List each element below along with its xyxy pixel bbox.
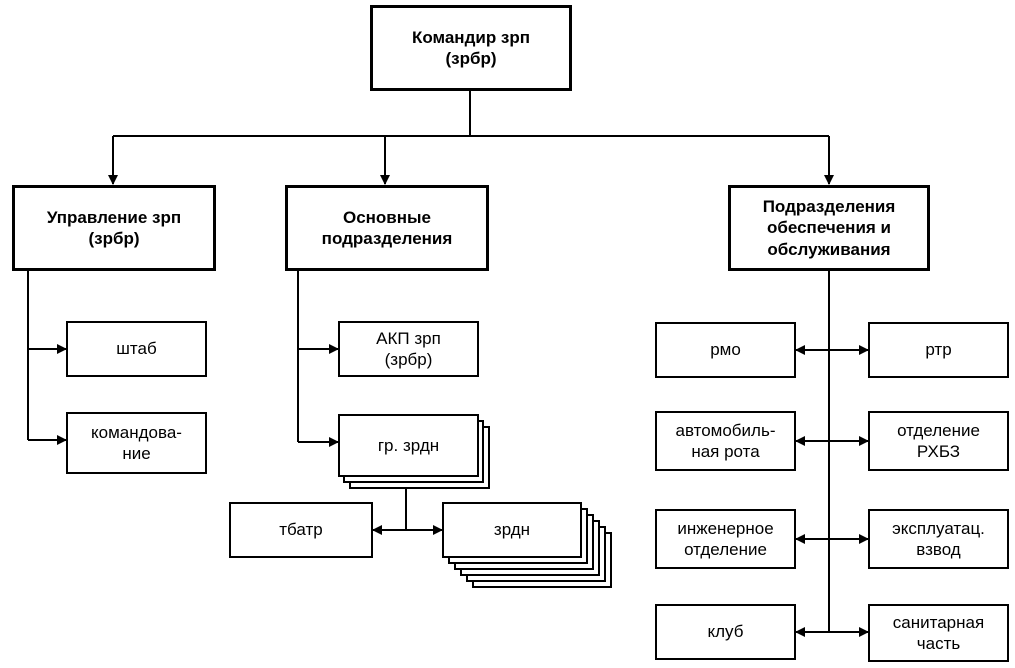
auto-company-box: автомобиль- ная рота [655,411,796,471]
management-box: Управление зрп (зрбр) [12,185,216,271]
rmo-box: рмо [655,322,796,378]
support-units-box: Подразделения обеспечения и обслуживания [728,185,930,271]
rtr-box: ртр [868,322,1009,378]
gr-zrdn-box: гр. зрдн [338,414,479,477]
staff-box: штаб [66,321,207,377]
main-units-box: Основные подразделения [285,185,489,271]
tbatr-box: тбатр [229,502,373,558]
command-box: командова- ние [66,412,207,474]
engineer-box: инженерное отделение [655,509,796,569]
club-box: клуб [655,604,796,660]
exploit-platoon-box: эксплуатац. взвод [868,509,1009,569]
akp-box: АКП зрп (зрбр) [338,321,479,377]
rhbz-box: отделение РХБЗ [868,411,1009,471]
medical-box: санитарная часть [868,604,1009,662]
zrdn-box: зрдн [442,502,582,558]
commander-box: Командир зрп (зрбр) [370,5,572,91]
